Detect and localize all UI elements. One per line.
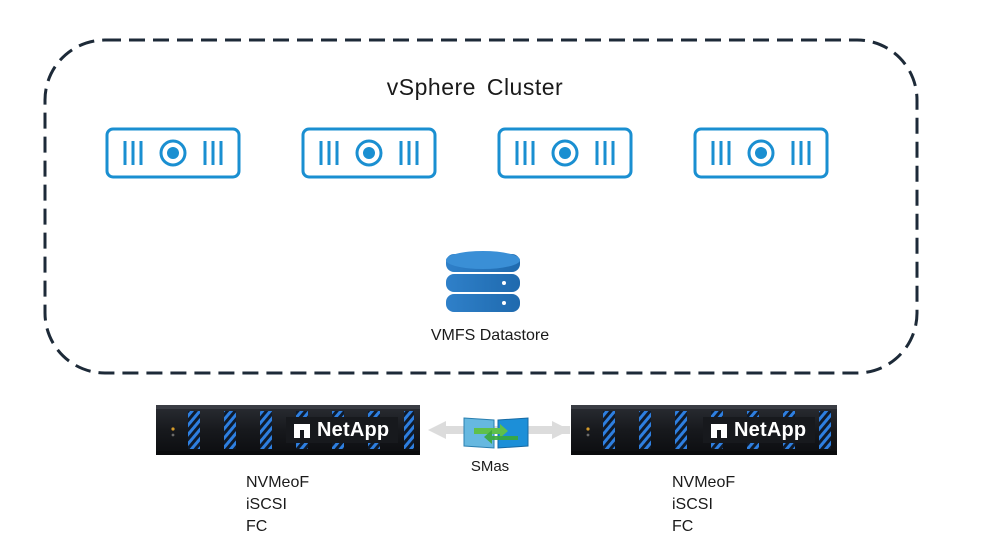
protocol-item: iSCSI (672, 496, 713, 513)
netapp-brand: NetApp (293, 419, 389, 442)
netapp-logo-icon (294, 423, 310, 438)
cluster-boundary (43, 38, 919, 375)
protocol-list: NVMeoF iSCSI FC (672, 472, 735, 538)
array-brand-text: NetApp (734, 419, 807, 441)
replication-label: SMas (470, 458, 510, 475)
sync-arrows-icon (463, 417, 529, 449)
protocol-item: NVMeoF (246, 474, 310, 491)
netapp-logo-icon (711, 423, 727, 438)
server-host-icon (693, 127, 829, 179)
server-host-icon (105, 127, 241, 179)
protocol-list: NVMeoF iSCSI FC (246, 472, 309, 538)
server-host-icon (497, 127, 633, 179)
datastore-label: VMFS Datastore (430, 327, 550, 344)
protocol-item: FC (672, 518, 694, 535)
protocol-item: NVMeoF (672, 474, 736, 491)
protocol-item: iSCSI (246, 496, 287, 513)
netapp-brand: NetApp (710, 419, 806, 442)
array-brand-text: NetApp (317, 419, 390, 441)
cluster-title: vSphere Cluster (386, 74, 564, 100)
storage-array (571, 405, 837, 455)
protocol-item: FC (246, 518, 268, 535)
server-host-icon (301, 127, 437, 179)
database-icon (446, 251, 520, 312)
